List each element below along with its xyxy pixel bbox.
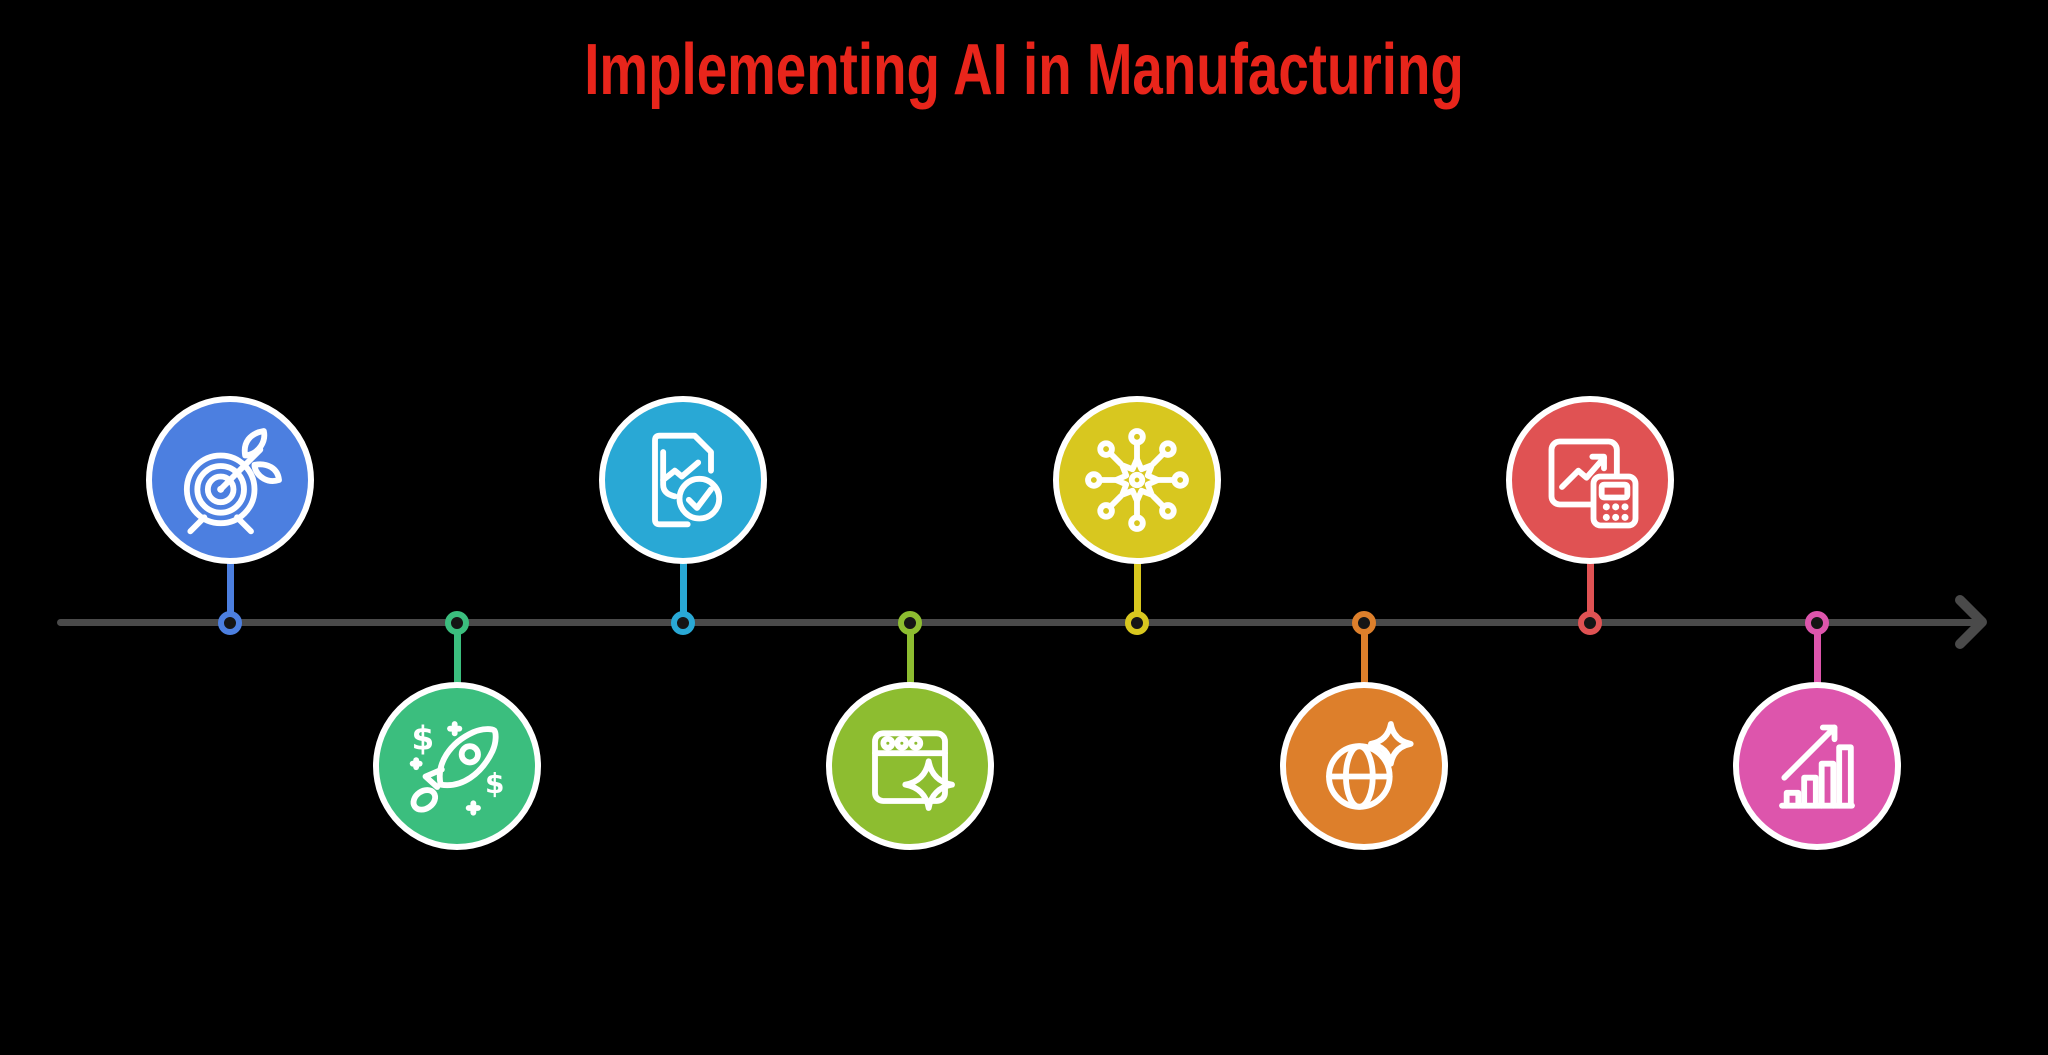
milestone-circle [1280,682,1448,850]
rocket-dollar-icon: $ $ [409,720,504,816]
milestone-node-dot [1578,610,1602,635]
svg-text:$: $ [485,767,504,800]
svg-text:$: $ [412,720,435,758]
growth-chart-icon [1779,724,1855,809]
chart-calculator-icon [1548,438,1639,529]
milestone-circle: $ $ [373,682,541,850]
ai-network-icon [1085,428,1189,532]
report-checkmark-icon [652,432,723,528]
page-title: Implementing AI in Manufacturing [584,30,1464,110]
milestone-circle [1053,396,1221,564]
globe-sparkle-icon [1326,721,1414,810]
timeline-arrowhead-icon [1955,595,1987,649]
target-arrow-icon [183,428,282,535]
timeline-line [57,619,1979,626]
milestone-node-dot [1352,610,1376,635]
browser-sparkle-icon [872,730,955,811]
milestone-node-dot [218,610,242,635]
milestone-node-dot [898,610,922,635]
milestone-circle [1733,682,1901,850]
milestone-circle [146,396,314,564]
milestone-node-dot [1125,610,1149,635]
milestone-node-dot [671,610,695,635]
milestone-circle [826,682,994,850]
milestone-node-dot [1805,610,1829,635]
milestone-circle [1506,396,1674,564]
milestone-circle [599,396,767,564]
milestone-node-dot [445,610,469,635]
